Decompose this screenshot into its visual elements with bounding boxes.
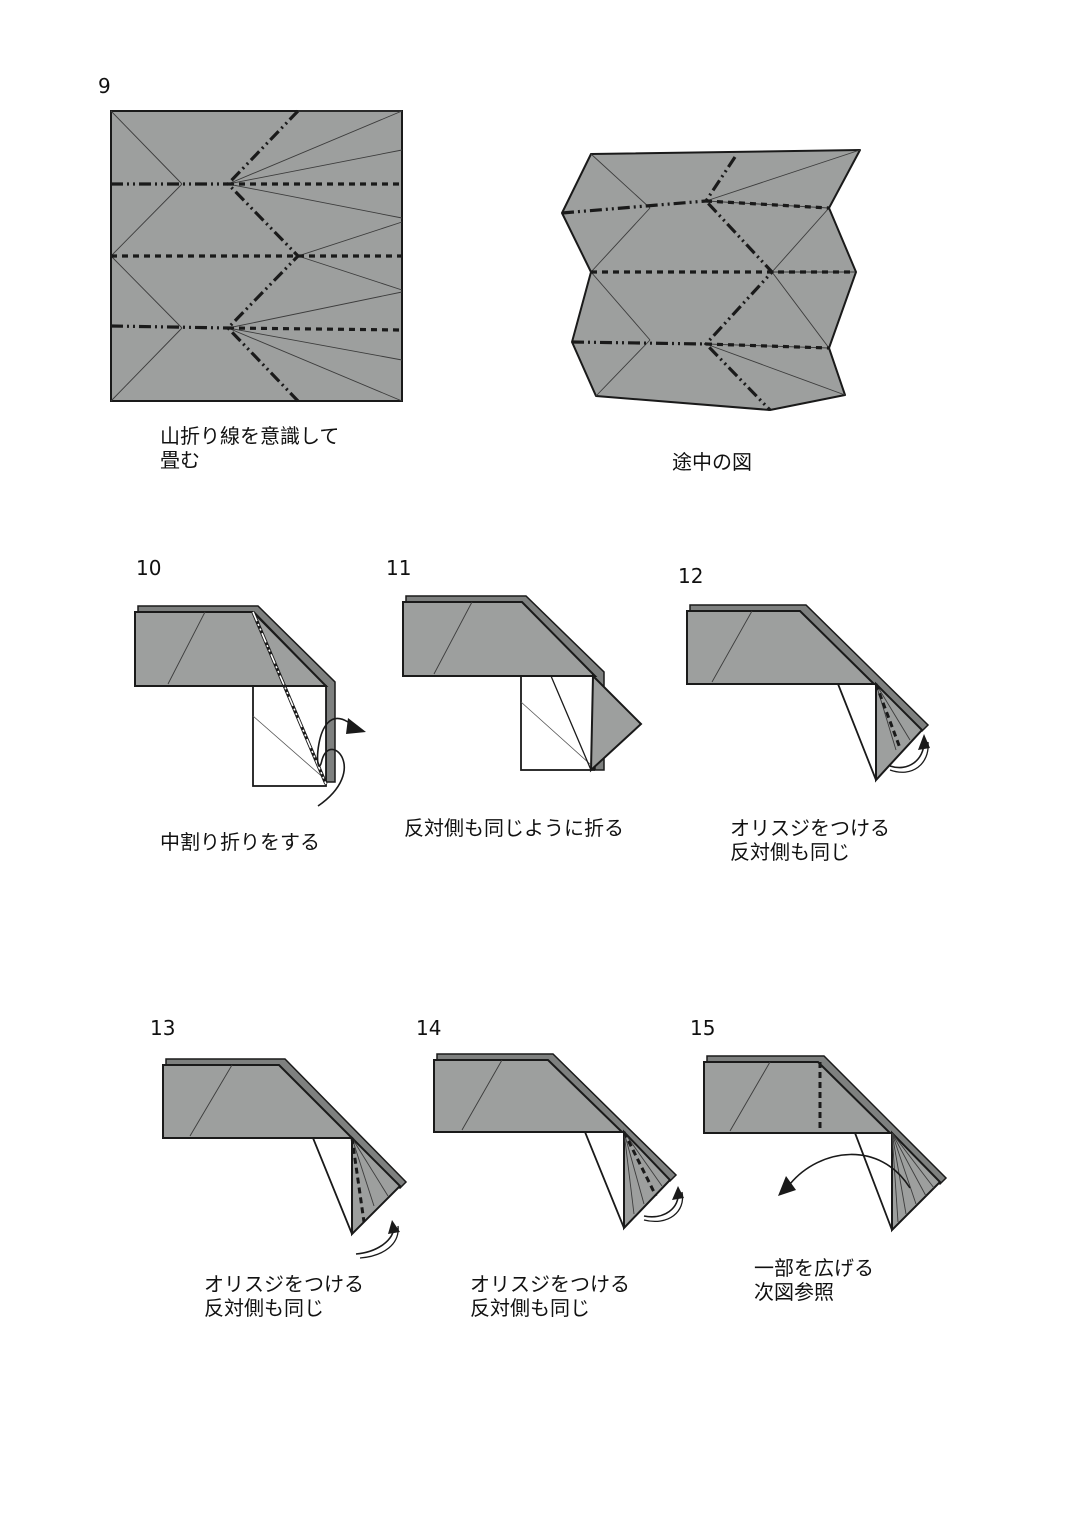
- step-9-diagram: [110, 109, 403, 403]
- step-13-diagram: [162, 1058, 408, 1259]
- step-14-caption: オリスジをつける 反対側も同じ: [470, 1272, 630, 1320]
- intermediate-paper: [561, 149, 861, 411]
- step-9-thin-creases: [110, 110, 403, 402]
- step-11-diagram: [402, 595, 643, 773]
- intermediate-diagram: [561, 149, 861, 412]
- step-14-number: 14: [416, 1016, 442, 1040]
- step-15-number: 15: [690, 1016, 716, 1040]
- step-12-diagram: [686, 604, 930, 783]
- step-12-caption: オリスジをつける 反対側も同じ: [730, 816, 890, 864]
- step-11-caption: 反対側も同じように折る: [404, 816, 624, 840]
- step-15-diagram: [703, 1055, 948, 1233]
- step-10-number: 10: [136, 556, 162, 580]
- step-14-diagram: [433, 1053, 684, 1231]
- step-12-number: 12: [678, 564, 704, 588]
- step-15-caption: 一部を広げる 次図参照: [754, 1256, 874, 1304]
- intermediate-caption: 途中の図: [672, 450, 752, 474]
- step-10-caption: 中割り折りをする: [160, 830, 320, 854]
- step-9-number: 9: [98, 74, 111, 98]
- step-13-caption: オリスジをつける 反対側も同じ: [204, 1272, 364, 1320]
- step-9-caption: 山折り線を意識して 畳む: [160, 424, 340, 472]
- step-10-diagram: [134, 605, 366, 807]
- step-11-number: 11: [386, 556, 412, 580]
- step-9-valley-folds: [111, 182, 403, 332]
- step-13-number: 13: [150, 1016, 176, 1040]
